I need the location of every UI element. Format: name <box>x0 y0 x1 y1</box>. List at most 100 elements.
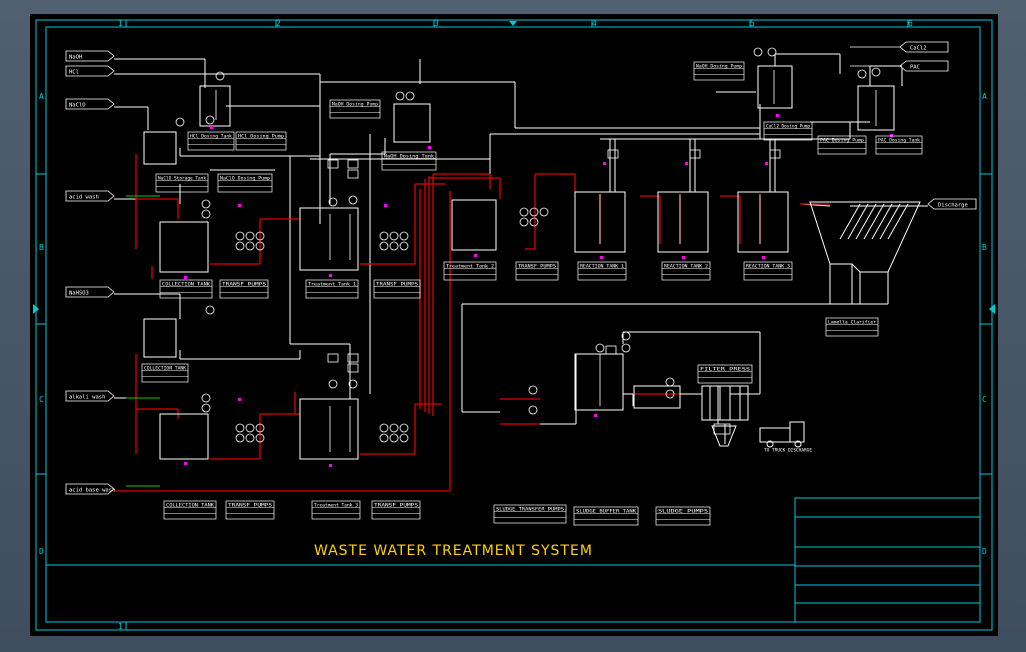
label-box <box>875 135 923 155</box>
label-box <box>817 135 867 155</box>
label-box <box>305 279 359 299</box>
grid-row-label: D <box>982 547 987 556</box>
grid-column-label: 5 <box>750 19 755 28</box>
equipment-label: NaOH Dosing Pump <box>696 63 742 69</box>
outlet-tag <box>927 198 977 210</box>
inlet-tag <box>65 483 115 495</box>
inlet-label: acid wash <box>69 195 99 201</box>
grid-row-label: C <box>982 395 987 404</box>
label-box <box>381 151 437 171</box>
inlet-label: HCl <box>69 70 79 76</box>
grid-column-label: 1 <box>118 19 123 28</box>
outlet-label: CaCl2 <box>910 46 927 52</box>
drawing-frame <box>35 19 993 631</box>
grid-row-label: B <box>39 243 44 252</box>
label-box <box>141 363 189 383</box>
label-box <box>443 261 497 281</box>
label-box <box>515 261 559 281</box>
label-box <box>743 261 793 281</box>
label-box <box>763 121 813 141</box>
inlet-tag <box>65 286 115 298</box>
label-box <box>159 279 213 299</box>
equipment-label: SLUDGE PUMPS <box>658 508 708 514</box>
equipment-label: NaOH Dosing Tank <box>384 153 434 159</box>
magenta-marker <box>238 204 241 207</box>
label-box <box>655 506 711 526</box>
label-box <box>219 279 269 299</box>
equipment-label: PAC Dosing Tank <box>878 137 920 143</box>
magenta-marker <box>682 256 685 259</box>
equipment-label: FILTER PRESS <box>700 366 750 372</box>
equipment-label: Treatment Tank 1 <box>308 281 356 287</box>
magenta-marker <box>238 398 241 401</box>
inlet-label: NaOH <box>69 55 82 61</box>
lamella-clarifier <box>809 201 921 305</box>
label-box <box>573 506 639 526</box>
magenta-marker <box>428 146 431 149</box>
magenta-marker <box>210 126 213 129</box>
outlet-label: PAC <box>910 65 920 71</box>
grid-row-label: C <box>39 395 44 404</box>
inlet-label: acid base wash <box>69 488 115 494</box>
magenta-marker <box>384 204 387 207</box>
equipment-label: NaOH Dosing Pump <box>332 101 378 107</box>
label-box <box>371 500 421 520</box>
inlet-label: NaClO <box>69 103 86 109</box>
label-box <box>693 61 745 81</box>
equipment-label: TRANSF PUMPS <box>222 281 266 287</box>
equipment-label: Treatment Tank 3 <box>314 502 358 508</box>
center-markers <box>33 21 995 314</box>
diagram-title: WASTE WATER TREATMENT SYSTEM <box>314 543 593 559</box>
equipment-label: SLUDGE TRANSFER PUMPS <box>496 506 564 512</box>
equipment-label: TO TRUCK DISCHARGE <box>764 447 812 453</box>
label-box <box>577 261 627 281</box>
filter-press <box>633 385 749 447</box>
magenta-marker <box>184 462 187 465</box>
magenta-marker <box>329 464 332 467</box>
grid-column-label: 1 <box>118 622 123 631</box>
inlet-tag <box>65 98 115 110</box>
equipment-label: TRANSF PUMPS <box>228 502 272 508</box>
equipment-label: REACTION TANK 3 <box>746 263 790 269</box>
equipment-label: TRANSF PUMPS <box>518 263 556 269</box>
tanks <box>143 65 895 460</box>
equipment-label: CaCl2 Dosing Pump <box>766 123 810 129</box>
inlet-label: alkali wash <box>69 395 105 401</box>
truck-icon <box>759 421 805 448</box>
inlet-tag <box>65 390 115 402</box>
magenta-marker <box>474 254 477 257</box>
magenta-markers <box>184 114 893 467</box>
label-box <box>225 500 275 520</box>
green-pipes <box>126 195 160 487</box>
label-box <box>493 504 567 524</box>
grid-row-label: A <box>982 92 987 101</box>
equipment-label: Treatment Tank 2 <box>446 263 494 269</box>
equipment-label: NaClO Dosing Pump <box>220 175 270 181</box>
magenta-marker <box>329 274 332 277</box>
inlet-label: NaHSO3 <box>69 291 89 297</box>
label-box <box>187 131 235 151</box>
label-box <box>311 500 361 520</box>
process-lines <box>114 53 928 492</box>
inlet-tag <box>65 190 115 202</box>
equipment-label: SLUDGE BUFFER TANK <box>576 508 636 514</box>
label-box <box>697 364 753 384</box>
equipment-label: NaClO Storage Tank <box>158 175 206 181</box>
inlet-tag <box>65 65 115 77</box>
outlet-label: Discharge <box>938 203 968 209</box>
label-box <box>329 99 381 119</box>
equipment-label: Lamella Clarifier <box>828 319 876 325</box>
pumps-instruments <box>175 47 881 443</box>
equipment-label: COLLECTION TANK <box>162 281 210 287</box>
equipment-label: COLLECTION TANK <box>144 365 186 371</box>
agitators <box>215 70 877 452</box>
magenta-marker <box>600 256 603 259</box>
label-box <box>217 173 273 193</box>
outlet-tag <box>899 60 949 72</box>
outlet-tag <box>899 41 949 53</box>
